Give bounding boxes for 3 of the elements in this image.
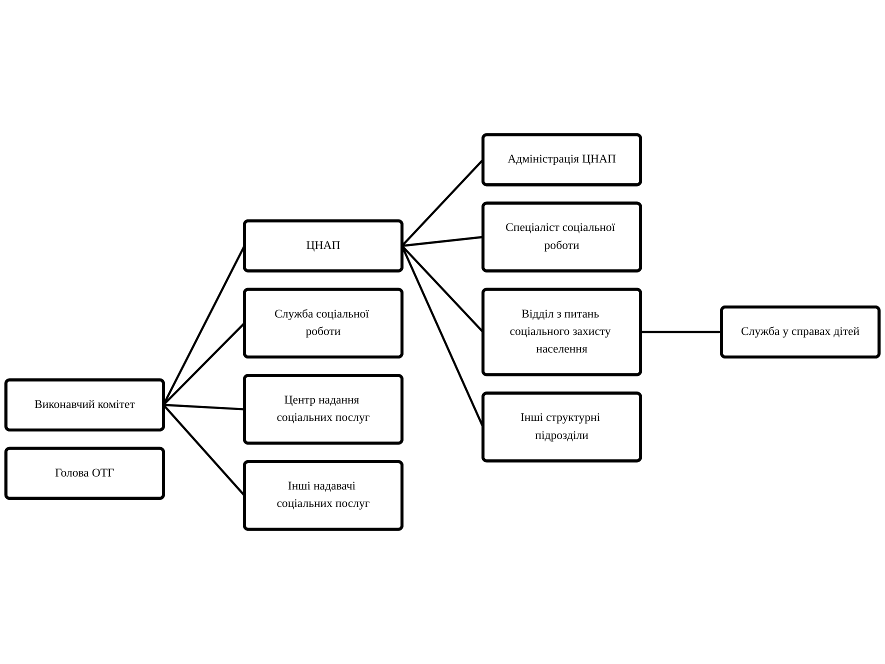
connector [402, 236, 484, 247]
connector [163, 404, 244, 410]
connector [640, 330, 722, 334]
